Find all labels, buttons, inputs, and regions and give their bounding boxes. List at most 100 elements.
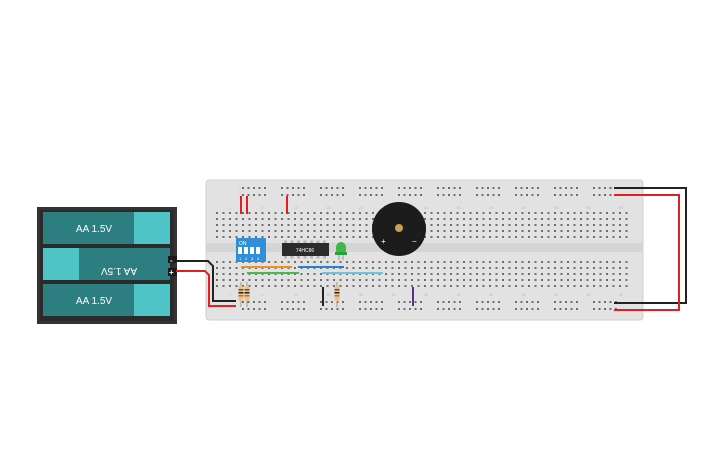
breadboard-hole[interactable] xyxy=(437,230,439,232)
rail-hole[interactable] xyxy=(531,187,534,189)
breadboard-hole[interactable] xyxy=(300,224,303,226)
rail-hole[interactable] xyxy=(331,194,333,196)
rail-hole[interactable] xyxy=(559,194,562,196)
breadboard-hole[interactable] xyxy=(437,224,439,226)
breadboard-hole[interactable] xyxy=(385,261,387,263)
breadboard-hole[interactable] xyxy=(300,285,303,287)
breadboard-hole[interactable] xyxy=(489,224,491,226)
breadboard-hole[interactable] xyxy=(586,212,589,214)
breadboard-hole[interactable] xyxy=(528,218,530,220)
rail-hole[interactable] xyxy=(370,194,372,196)
breadboard-hole[interactable] xyxy=(495,224,498,226)
breadboard-hole[interactable] xyxy=(424,273,426,275)
rail-hole[interactable] xyxy=(593,308,595,310)
battery-terminal-minus[interactable] xyxy=(168,256,177,263)
breadboard-hole[interactable] xyxy=(495,230,498,232)
breadboard-hole[interactable] xyxy=(528,285,530,287)
breadboard-hole[interactable] xyxy=(365,261,368,263)
breadboard-hole[interactable] xyxy=(326,230,329,232)
rail-hole[interactable] xyxy=(247,194,250,196)
breadboard-hole[interactable] xyxy=(476,218,478,220)
breadboard-hole[interactable] xyxy=(255,279,257,281)
breadboard-hole[interactable] xyxy=(365,285,368,287)
breadboard-hole[interactable] xyxy=(463,218,465,220)
breadboard-hole[interactable] xyxy=(482,273,485,275)
breadboard-hole[interactable] xyxy=(424,236,426,238)
breadboard-hole[interactable] xyxy=(469,218,472,220)
breadboard-hole[interactable] xyxy=(229,267,231,269)
breadboard-hole[interactable] xyxy=(586,236,589,238)
wire-battery-plus[interactable] xyxy=(176,270,236,307)
breadboard-hole[interactable] xyxy=(424,285,426,287)
breadboard-hole[interactable] xyxy=(359,267,361,269)
rail-hole[interactable] xyxy=(570,187,573,189)
breadboard-hole[interactable] xyxy=(508,267,511,269)
breadboard-hole[interactable] xyxy=(359,279,361,281)
rail-hole[interactable] xyxy=(414,308,417,310)
breadboard-hole[interactable] xyxy=(248,285,251,287)
breadboard-hole[interactable] xyxy=(430,273,433,275)
breadboard-hole[interactable] xyxy=(346,285,348,287)
breadboard-hole[interactable] xyxy=(469,230,472,232)
breadboard-hole[interactable] xyxy=(469,279,472,281)
breadboard-hole[interactable] xyxy=(235,224,238,226)
rail-hole[interactable] xyxy=(554,187,556,189)
breadboard-hole[interactable] xyxy=(586,261,589,263)
breadboard-hole[interactable] xyxy=(404,279,407,281)
breadboard-hole[interactable] xyxy=(547,212,550,214)
breadboard-hole[interactable] xyxy=(456,230,459,232)
rail-hole[interactable] xyxy=(370,187,372,189)
breadboard-hole[interactable] xyxy=(294,212,296,214)
breadboard-hole[interactable] xyxy=(599,218,602,220)
breadboard-hole[interactable] xyxy=(287,279,290,281)
breadboard-hole[interactable] xyxy=(469,236,472,238)
breadboard-hole[interactable] xyxy=(281,218,283,220)
breadboard-hole[interactable] xyxy=(554,224,556,226)
breadboard-hole[interactable] xyxy=(593,261,595,263)
breadboard-hole[interactable] xyxy=(229,279,231,281)
breadboard-hole[interactable] xyxy=(294,285,296,287)
rail-hole[interactable] xyxy=(331,187,333,189)
breadboard-hole[interactable] xyxy=(222,273,225,275)
breadboard-hole[interactable] xyxy=(560,236,563,238)
breadboard-hole[interactable] xyxy=(541,218,543,220)
breadboard-hole[interactable] xyxy=(320,236,322,238)
breadboard-hole[interactable] xyxy=(593,236,595,238)
breadboard-hole[interactable] xyxy=(307,224,309,226)
rail-hole[interactable] xyxy=(520,187,523,189)
breadboard-hole[interactable] xyxy=(567,261,569,263)
breadboard-hole[interactable] xyxy=(242,279,244,281)
breadboard-hole[interactable] xyxy=(450,224,452,226)
breadboard-hole[interactable] xyxy=(554,273,556,275)
rail-hole[interactable] xyxy=(515,308,517,310)
breadboard-hole[interactable] xyxy=(274,224,277,226)
rail-hole[interactable] xyxy=(437,187,439,189)
breadboard-hole[interactable] xyxy=(424,267,426,269)
rail-hole[interactable] xyxy=(375,308,378,310)
breadboard-hole[interactable] xyxy=(586,267,589,269)
breadboard-hole[interactable] xyxy=(216,230,218,232)
rail-hole[interactable] xyxy=(320,308,322,310)
breadboard-hole[interactable] xyxy=(281,212,283,214)
breadboard-hole[interactable] xyxy=(625,285,628,287)
breadboard-hole[interactable] xyxy=(547,273,550,275)
breadboard-hole[interactable] xyxy=(489,285,491,287)
breadboard-hole[interactable] xyxy=(326,218,329,220)
breadboard-hole[interactable] xyxy=(521,230,524,232)
breadboard-hole[interactable] xyxy=(521,285,524,287)
breadboard-hole[interactable] xyxy=(320,230,322,232)
rail-hole[interactable] xyxy=(537,187,539,189)
breadboard-hole[interactable] xyxy=(281,230,283,232)
breadboard-hole[interactable] xyxy=(255,230,257,232)
rail-hole[interactable] xyxy=(336,194,339,196)
breadboard-hole[interactable] xyxy=(476,230,478,232)
rail-hole[interactable] xyxy=(609,308,612,310)
breadboard-hole[interactable] xyxy=(268,236,270,238)
rail-hole[interactable] xyxy=(325,187,328,189)
breadboard-hole[interactable] xyxy=(580,279,582,281)
breadboard-hole[interactable] xyxy=(242,230,244,232)
breadboard-hole[interactable] xyxy=(489,267,491,269)
breadboard-hole[interactable] xyxy=(307,273,309,275)
breadboard-hole[interactable] xyxy=(482,236,485,238)
breadboard-hole[interactable] xyxy=(339,218,342,220)
